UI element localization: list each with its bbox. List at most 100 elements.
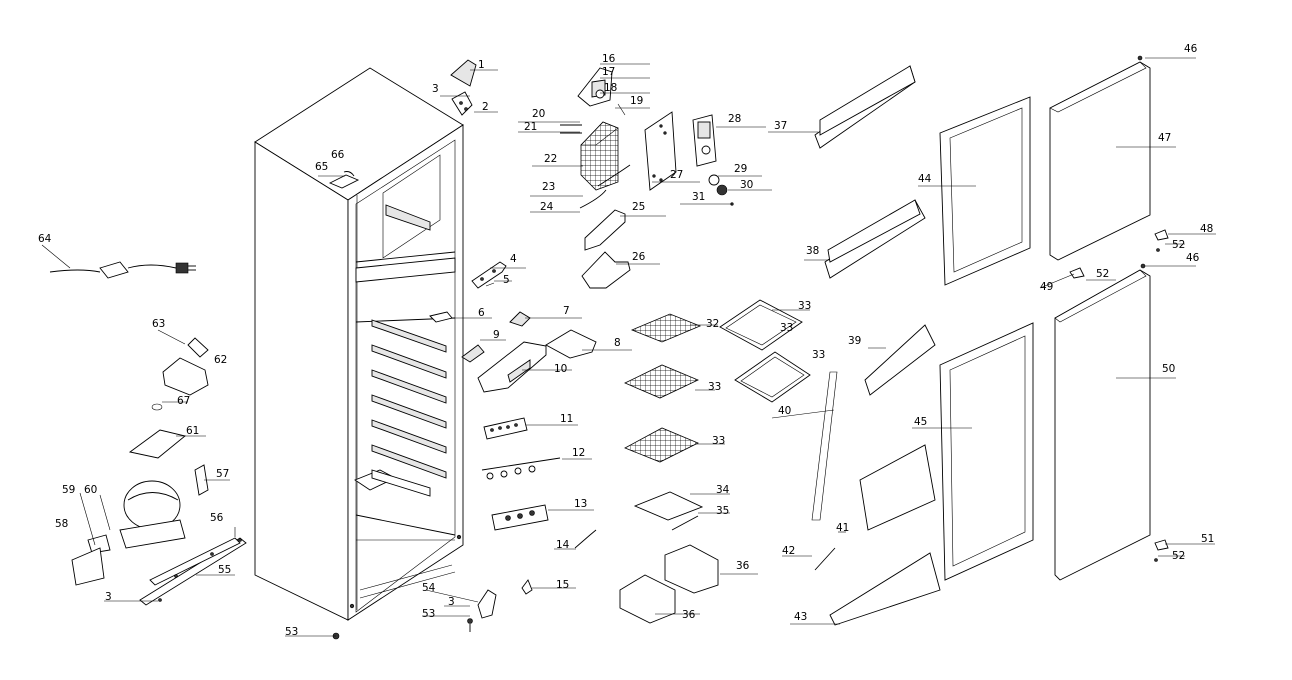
part-number-label: 13 <box>574 498 587 510</box>
part-number-label: 16 <box>602 53 616 65</box>
wire-shelves <box>624 313 702 463</box>
part-number-label: 7 <box>563 305 570 317</box>
part-number-label: 19 <box>630 95 643 107</box>
part-number-label: 4 <box>510 253 517 265</box>
part-number-label: 63 <box>152 318 165 330</box>
small-parts <box>429 311 597 595</box>
part-number-label: 33 <box>780 322 793 334</box>
part-number-label: 57 <box>216 468 229 480</box>
part-number-label: 3 <box>448 596 455 608</box>
part-number-label: 6 <box>478 307 485 319</box>
leader-line <box>771 409 835 419</box>
leader-line <box>99 494 111 531</box>
crisper-drawers <box>619 544 719 624</box>
part-number-label: 52 <box>1172 550 1185 562</box>
part-number-label: 2 <box>482 101 489 113</box>
hinge-bracket <box>471 261 507 289</box>
part-number-label: 33 <box>812 349 825 361</box>
part-number-label: 52 <box>1172 239 1185 251</box>
leader-line <box>1039 273 1075 289</box>
part-number-label: 33 <box>712 435 725 447</box>
part-number-label: 12 <box>572 447 585 459</box>
leader-line <box>79 492 96 546</box>
part-number-label: 17 <box>602 66 615 78</box>
part-number-label: 11 <box>560 413 573 425</box>
part-number-label: 37 <box>774 120 787 132</box>
top-cover-parts <box>328 171 360 189</box>
part-number-label: 55 <box>218 564 231 576</box>
part-number-label: 64 <box>38 233 52 245</box>
part-number-label: 27 <box>670 169 683 181</box>
door-bins <box>811 65 941 626</box>
part-number-label: 39 <box>848 335 861 347</box>
door-gaskets <box>939 96 1034 581</box>
evaporator <box>560 121 631 209</box>
part-number-label: 28 <box>728 113 741 125</box>
part-number-label: 29 <box>734 163 747 175</box>
part-number-label: 50 <box>1162 363 1175 375</box>
leader-line <box>157 329 186 345</box>
door-panels <box>1049 55 1169 581</box>
part-number-label: 23 <box>542 181 555 193</box>
cabinet-body <box>254 67 464 621</box>
part-number-label: 31 <box>692 191 705 203</box>
part-number-label: 56 <box>210 512 224 524</box>
glass-shelves <box>633 299 811 531</box>
part-number-label: 14 <box>556 539 570 551</box>
hinge-cover <box>450 59 477 116</box>
part-number-label: 8 <box>614 337 621 349</box>
part-number-label: 46 <box>1184 43 1198 55</box>
relay-box <box>128 337 209 459</box>
part-number-label: 10 <box>554 363 567 375</box>
part-number-label: 1 <box>478 59 485 71</box>
part-number-label: 59 <box>62 484 75 496</box>
part-number-label: 35 <box>716 505 729 517</box>
part-number-label: 22 <box>544 153 557 165</box>
part-number-label: 21 <box>524 121 537 133</box>
part-number-label: 18 <box>604 82 617 94</box>
part-number-label: 34 <box>716 484 730 496</box>
compressor-base-rails <box>139 537 247 606</box>
part-number-label: 3 <box>432 83 439 95</box>
part-number-label: 15 <box>556 579 569 591</box>
part-number-label: 36 <box>682 609 696 621</box>
part-number-label: 25 <box>632 201 645 213</box>
part-number-label: 42 <box>782 545 795 557</box>
part-number-label: 47 <box>1158 132 1171 144</box>
part-number-label: 49 <box>1040 281 1053 293</box>
power-cord <box>49 261 196 279</box>
compressor <box>71 464 209 586</box>
part-number-label: 46 <box>1186 252 1200 264</box>
part-number-label: 30 <box>740 179 753 191</box>
control-box <box>692 114 734 206</box>
thermostat-bracket <box>577 67 626 116</box>
part-number-label: 43 <box>794 611 807 623</box>
part-number-label: 53 <box>422 608 435 620</box>
part-number-label: 5 <box>503 274 510 286</box>
part-number-label: 54 <box>422 582 436 594</box>
part-number-label: 65 <box>315 161 328 173</box>
leader-line <box>41 244 71 269</box>
part-number-label: 44 <box>918 173 932 185</box>
leader-line <box>425 589 479 603</box>
part-number-label: 9 <box>493 329 500 341</box>
evaporator-cover-plate <box>644 111 677 191</box>
part-number-label: 66 <box>331 149 345 161</box>
part-number-label: 20 <box>532 108 545 120</box>
part-number-label: 53 <box>285 626 298 638</box>
part-number-label: 58 <box>55 518 68 530</box>
part-number-label: 40 <box>778 405 791 417</box>
part-number-label: 38 <box>806 245 819 257</box>
part-number-label: 41 <box>836 522 849 534</box>
part-number-label: 3 <box>105 591 112 603</box>
part-number-label: 60 <box>84 484 97 496</box>
part-number-label: 52 <box>1096 268 1109 280</box>
part-number-label: 61 <box>186 425 199 437</box>
part-number-label: 48 <box>1200 223 1213 235</box>
part-number-label: 51 <box>1201 533 1214 545</box>
part-number-label: 36 <box>736 560 750 572</box>
part-number-label: 62 <box>214 354 227 366</box>
part-number-label: 26 <box>632 251 646 263</box>
